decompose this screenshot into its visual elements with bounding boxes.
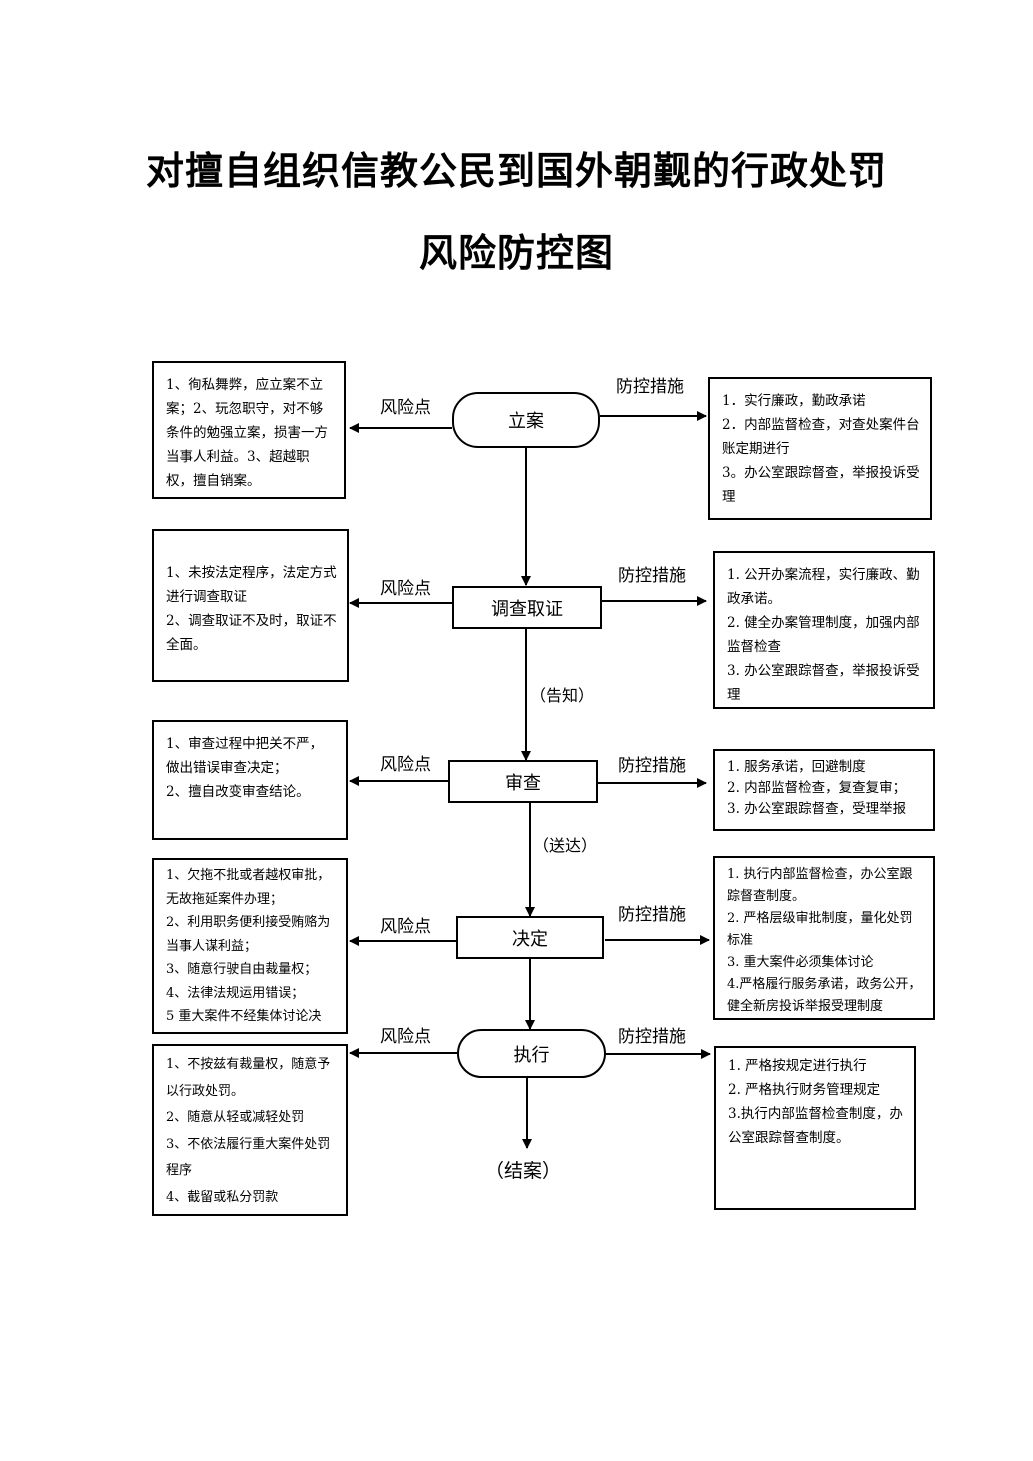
measure-text: 3. 办公室跟踪督查，举报投诉受理 [727, 663, 920, 703]
page-subtitle: 风险防控图 [418, 230, 614, 275]
risk-text: 1、审查过程中把关不严，做出错误审查决定； [166, 736, 324, 776]
measure-text: 2. 严格执行财务管理规定 [728, 1082, 881, 1098]
measure-text: 1．实行廉政，勤政承诺 [722, 393, 866, 409]
measure-label-1: 防控措施 [616, 377, 684, 397]
risk-label-3: 风险点 [380, 755, 431, 775]
measure-label-5: 防控措施 [618, 1027, 686, 1047]
measure-label-3: 防控措施 [618, 756, 686, 776]
measure-text: 1. 公开办案流程，实行廉政、勤政承诺。 [727, 567, 920, 607]
risk-text: 1、未按法定程序，法定方式进行调查取证 [166, 565, 337, 605]
case-closed-label: （结案） [485, 1160, 562, 1182]
measure-text: 3. 重大案件必须集体讨论 [727, 955, 874, 970]
step-decision: 决定 [456, 916, 604, 959]
risk-text: 2、利用职务便利接受贿赂为当事人谋利益； [166, 915, 331, 954]
step-review: 审查 [448, 760, 598, 803]
page-title: 对擅自组织信教公民到国外朝觐的行政处罚 [145, 148, 887, 193]
measure-box-1: 1．实行廉政，勤政承诺 2．内部监督检查，对查处案件台账定期进行 3。办公室跟踪… [708, 377, 932, 520]
measure-text: 2. 内部监督检查，复查复审； [727, 780, 907, 796]
measure-box-3: 1. 服务承诺，回避制度 2. 内部监督检查，复查复审； 3. 办公室跟踪督查，… [713, 749, 935, 831]
risk-text: 2、随意从轻或减轻处罚 [166, 1110, 305, 1125]
step-case-filing: 立案 [452, 392, 600, 448]
measure-text: 3.执行内部监督检查制度，办公室跟踪督查制度。 [728, 1106, 903, 1146]
risk-text: 4、法律法规运用错误； [166, 985, 305, 1001]
risk-text: 1、欠拖不批或者越权审批，无故拖延案件办理； [166, 868, 331, 907]
transition-notify: （告知） [530, 686, 595, 705]
transition-deliver: （送达） [533, 836, 598, 855]
risk-label-1: 风险点 [380, 398, 431, 418]
risk-text: 1、不按兹有裁量权，随意予以行政处罚。 [166, 1057, 331, 1099]
measure-text: 2. 健全办案管理制度，加强内部监督检查 [727, 615, 920, 655]
risk-text: 3、不依法履行重大案件处罚程序 [166, 1136, 331, 1179]
risk-label-2: 风险点 [380, 579, 431, 599]
risk-box-2: 1、未按法定程序，法定方式进行调查取证 2、调查取证不及时，取证不全面。 [152, 529, 349, 682]
measure-box-4: 1. 执行内部监督检查，办公室跟踪督查制度。 2. 严格层级审批制度，量化处罚标… [713, 856, 935, 1020]
measure-box-5: 1. 严格按规定进行执行 2. 严格执行财务管理规定 3.执行内部监督检查制度，… [714, 1046, 916, 1210]
measure-text: 2. 严格层级审批制度，量化处罚标准 [727, 911, 913, 948]
measure-box-2: 1. 公开办案流程，实行廉政、勤政承诺。 2. 健全办案管理制度，加强内部监督检… [713, 551, 935, 709]
risk-box-1: 1、徇私舞弊，应立案不立案；2、玩忽职守，对不够条件的勉强立案，损害一方当事人利… [152, 361, 346, 499]
measure-text: 4.严格履行服务承诺，政务公开，健全新房投诉举报受理制度 [727, 977, 922, 1014]
risk-text: 2、调查取证不及时，取证不全面。 [166, 613, 337, 653]
measure-text: 1. 服务承诺，回避制度 [727, 759, 866, 775]
measure-text: 2．内部监督检查，对查处案件台账定期进行 [722, 417, 920, 457]
risk-text: 4、截留或私分罚款 [166, 1189, 279, 1205]
risk-text: 3、随意行驶自由裁量权； [166, 962, 318, 977]
risk-text: 2、擅自改变审查结论。 [166, 784, 310, 800]
risk-label-5: 风险点 [380, 1027, 431, 1047]
risk-box-4: 1、欠拖不批或者越权审批，无故拖延案件办理； 2、利用职务便利接受贿赂为当事人谋… [152, 858, 348, 1034]
risk-label-4: 风险点 [380, 917, 431, 937]
measure-text: 3. 办公室跟踪督查，受理举报 [727, 801, 907, 817]
risk-box-3: 1、审查过程中把关不严，做出错误审查决定； 2、擅自改变审查结论。 [152, 720, 348, 840]
step-investigation: 调查取证 [452, 586, 602, 629]
measure-label-2: 防控措施 [618, 566, 686, 586]
risk-box-5: 1、不按兹有裁量权，随意予以行政处罚。 2、随意从轻或减轻处罚 3、不依法履行重… [152, 1044, 348, 1216]
measure-text: 1. 执行内部监督检查，办公室跟踪督查制度。 [727, 867, 913, 904]
risk-text: 1、徇私舞弊，应立案不立案；2、玩忽职守，对不够条件的勉强立案，损害一方当事人利… [166, 377, 328, 489]
step-execution: 执行 [457, 1029, 606, 1078]
risk-text: 5 重大案件不经集体讨论决定，少数人说了算 [166, 1009, 322, 1024]
measure-label-4: 防控措施 [618, 905, 686, 925]
measure-text: 1. 严格按规定进行执行 [728, 1058, 867, 1074]
measure-text: 3。办公室跟踪督查，举报投诉受理 [722, 465, 920, 505]
